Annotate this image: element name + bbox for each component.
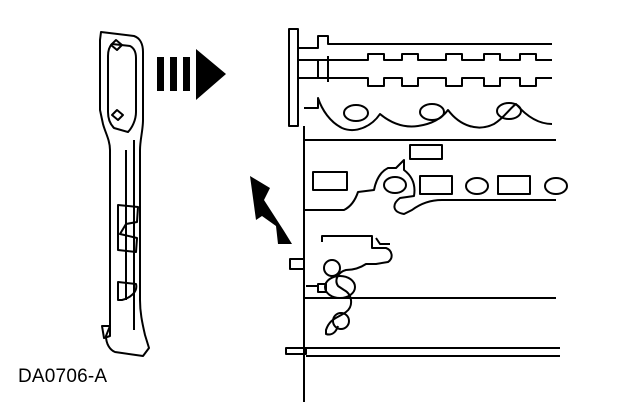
port-2 xyxy=(419,103,445,121)
block-bore-3 xyxy=(544,177,568,195)
port-3 xyxy=(496,102,522,120)
cover-inner-edge xyxy=(107,43,137,133)
pointer-arrow-shape xyxy=(250,176,292,244)
cover-outline xyxy=(99,31,150,357)
cover-edge-lines xyxy=(125,140,135,330)
arrow-head xyxy=(196,49,226,100)
camshaft-lower xyxy=(298,77,552,87)
port-1 xyxy=(343,104,369,122)
block-bore-2 xyxy=(465,177,489,195)
pointer-arrow xyxy=(250,176,292,244)
arrow-dash-1 xyxy=(157,57,164,91)
pump-passage xyxy=(306,283,327,293)
cover-slot-lower xyxy=(117,281,138,301)
cover-bolt-top xyxy=(110,39,123,51)
figure-id-label: DA0706-A xyxy=(18,366,108,387)
oil-pan-rail xyxy=(285,347,560,357)
cover-bolt-bottom xyxy=(111,109,124,121)
removed-cover xyxy=(99,31,150,357)
pump-outlet xyxy=(375,237,390,245)
oil-pump-body xyxy=(321,235,393,336)
camshaft-upper xyxy=(298,53,552,61)
block-window-3 xyxy=(497,175,531,195)
dashed-arrow-right xyxy=(157,49,226,100)
cover-slot-upper xyxy=(117,204,139,253)
pump-bore xyxy=(332,312,350,330)
block-bore-1 xyxy=(383,176,407,194)
seal-component xyxy=(289,258,305,270)
engine-block xyxy=(285,28,568,402)
head-lower-contour xyxy=(304,97,553,132)
block-window-2 xyxy=(419,175,453,195)
camshaft-flange xyxy=(288,28,299,127)
camshaft-collar xyxy=(317,56,329,82)
head-cover-top xyxy=(298,35,552,49)
block-upper-contour xyxy=(304,159,556,215)
arrow-dash-2 xyxy=(170,57,177,91)
block-window-1 xyxy=(312,171,348,191)
cover-lip xyxy=(101,325,111,339)
pump-gear xyxy=(323,259,341,277)
arrow-dash-3 xyxy=(183,57,190,91)
block-slot-top xyxy=(409,144,443,160)
